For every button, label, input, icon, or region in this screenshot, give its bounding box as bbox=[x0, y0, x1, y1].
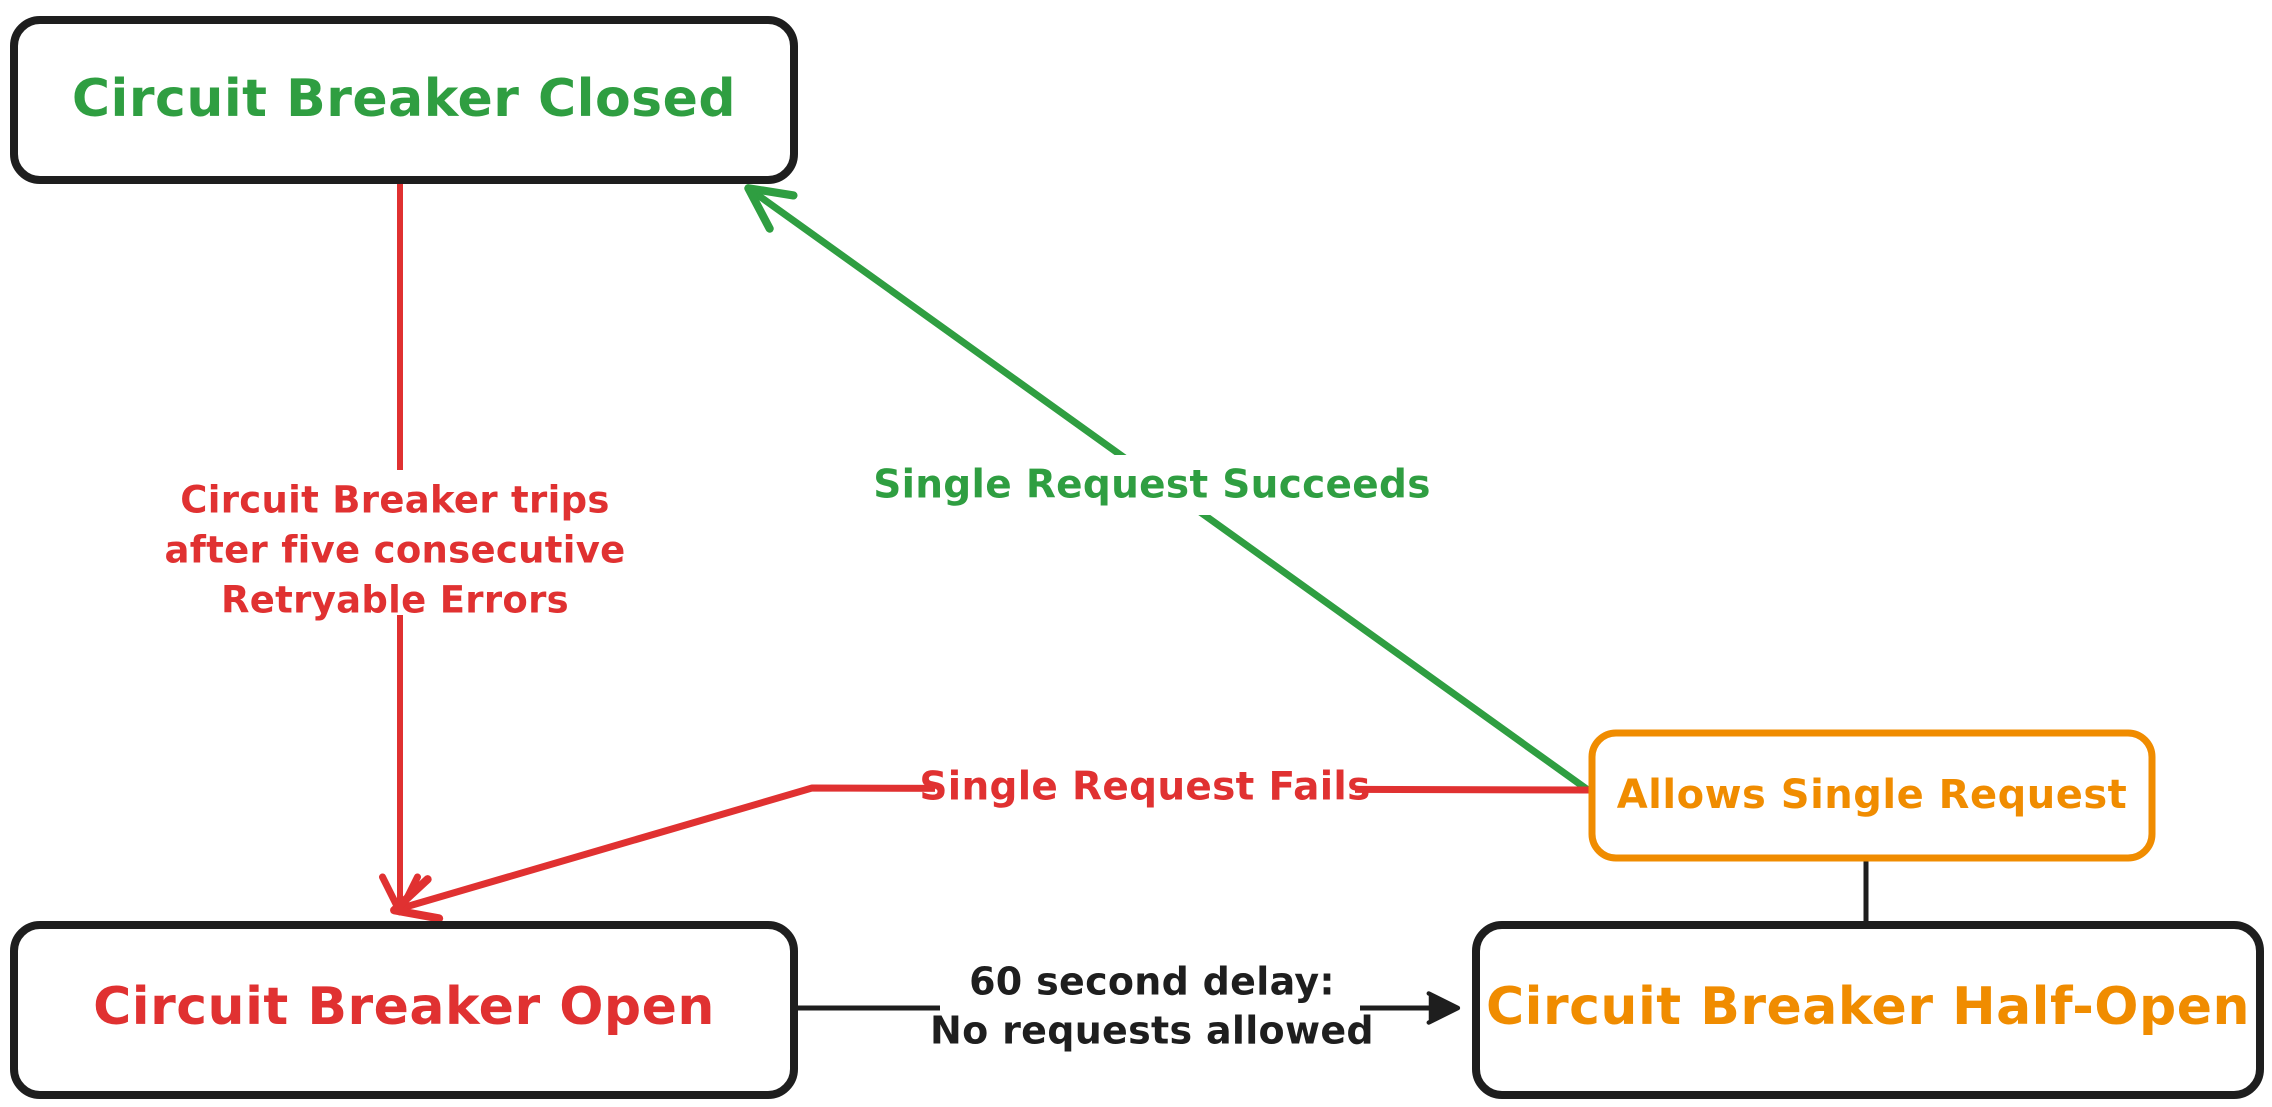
node-closed-box[interactable] bbox=[10, 16, 798, 184]
edge-label-succeeds-backdrop bbox=[905, 455, 1400, 515]
edge-label-fails-backdrop bbox=[935, 762, 1355, 816]
edge-label-delay-line-1: 60 second delay: bbox=[969, 960, 1335, 1004]
edge-label-delay-backdrop bbox=[940, 955, 1360, 1065]
node-circuit-breaker-half-open[interactable]: Circuit Breaker Half-Open bbox=[1472, 921, 2264, 1099]
node-closed-label: Circuit Breaker Closed bbox=[72, 69, 736, 129]
edge-label-succeeds: Single Request Succeeds bbox=[873, 455, 1431, 515]
edge-label-trips: Circuit Breaker trips after five consecu… bbox=[164, 470, 625, 622]
edge-label-delay-line-2: No requests allowed bbox=[930, 1009, 1374, 1053]
node-half-open-box[interactable] bbox=[1472, 921, 2264, 1099]
node-circuit-breaker-open[interactable]: Circuit Breaker Open bbox=[10, 921, 798, 1099]
node-half-open-label: Circuit Breaker Half-Open bbox=[1486, 977, 2250, 1037]
edge-label-fails-text: Single Request Fails bbox=[919, 765, 1370, 810]
node-circuit-breaker-closed[interactable]: Circuit Breaker Closed bbox=[10, 16, 798, 184]
node-open-label: Circuit Breaker Open bbox=[93, 977, 715, 1037]
node-allows-single-request-label: Allows Single Request bbox=[1617, 772, 2128, 818]
node-allows-single-request[interactable]: Allows Single Request bbox=[1588, 729, 2156, 862]
edge-label-fails: Single Request Fails bbox=[919, 762, 1370, 816]
node-open-box[interactable] bbox=[10, 921, 798, 1099]
edge-label-delay: 60 second delay: No requests allowed bbox=[930, 955, 1374, 1065]
edge-label-trips-line-1: Circuit Breaker trips bbox=[180, 479, 609, 522]
node-allows-single-request-box[interactable] bbox=[1588, 729, 2156, 862]
edge-label-trips-line-2: after five consecutive bbox=[164, 529, 625, 572]
edge-label-succeeds-text: Single Request Succeeds bbox=[873, 463, 1431, 508]
edge-label-trips-line-3: Retryable Errors bbox=[221, 579, 569, 622]
edge-label-trips-backdrop bbox=[178, 470, 566, 615]
